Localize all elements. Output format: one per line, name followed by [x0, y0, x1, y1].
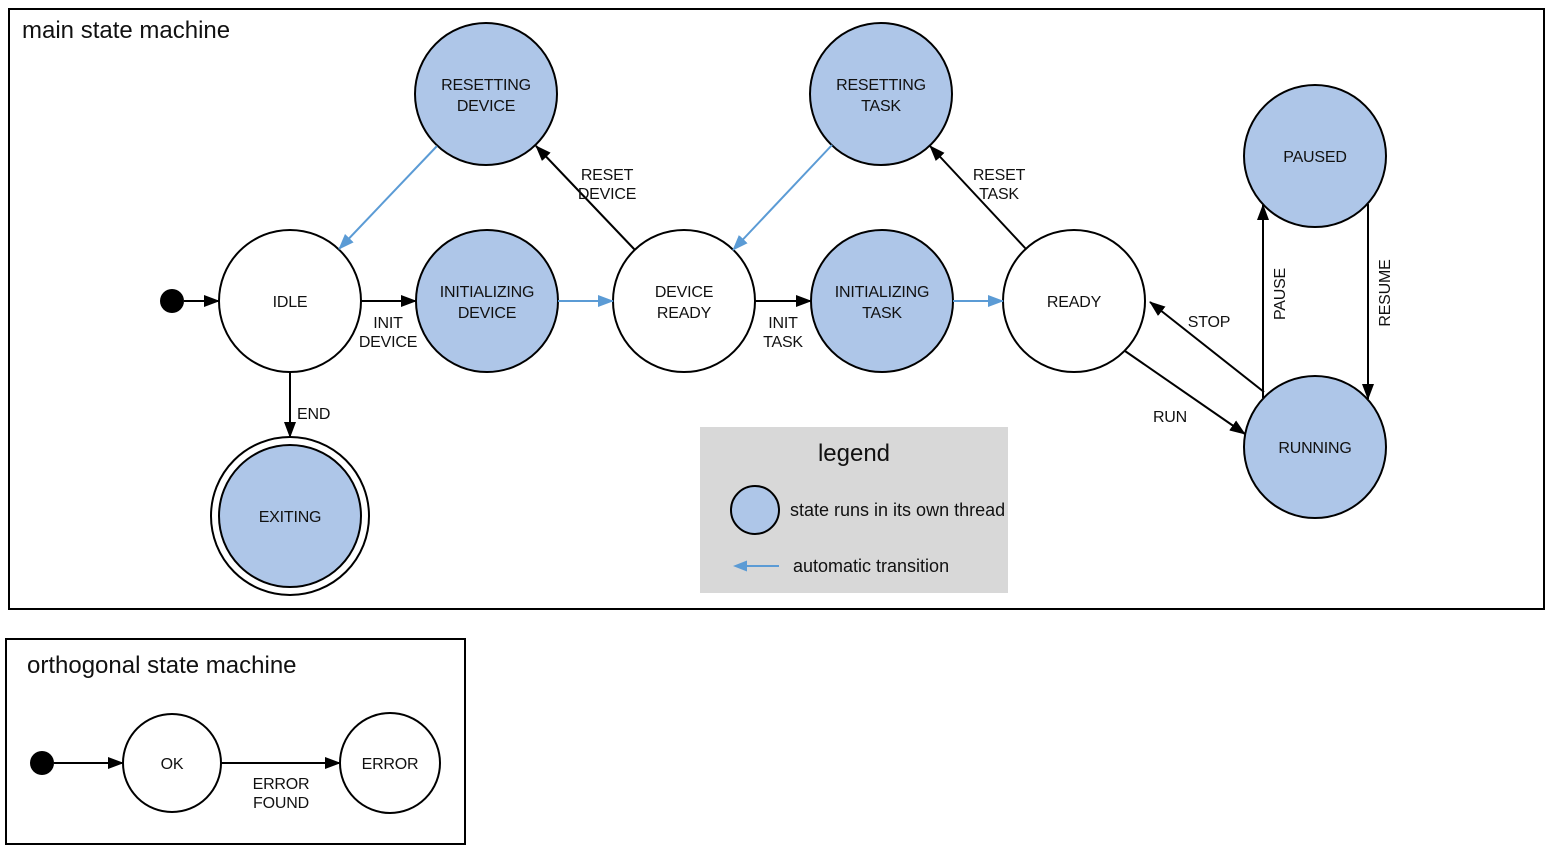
main-panel-title: main state machine — [22, 17, 231, 44]
legend-title: legend — [817, 440, 891, 467]
thread-state-circle-icon — [730, 485, 780, 535]
transition-line-reset-task — [929, 145, 1027, 250]
state-label-idle: IDLE — [273, 294, 308, 311]
transition-run: RUN — [1124, 350, 1246, 435]
state-paused: PAUSED — [1243, 84, 1387, 228]
orthogonal-panel-title: orthogonal state machine — [27, 652, 297, 679]
transition-end: END — [284, 372, 330, 438]
transition-label-resume: RESUME — [1377, 259, 1394, 326]
transition-auto-idle — [338, 145, 438, 250]
state-ready: READY — [1002, 229, 1146, 373]
initial-state-dot — [160, 289, 184, 313]
transition-line-run — [1124, 350, 1246, 435]
state-label-exiting: EXITING — [259, 509, 322, 526]
legend-auto-label: automatic transition — [793, 555, 950, 576]
transition-auto-device-ready-2 — [732, 144, 833, 251]
transition-line-stop — [1149, 301, 1265, 393]
main-state-machine-panel: main state machine — [8, 8, 1545, 610]
legend-thread-label: state runs in its own thread — [790, 499, 1006, 520]
state-circle-initializing-device — [415, 229, 559, 373]
state-label-error: ERROR — [362, 756, 419, 773]
state-label-paused: PAUSED — [1283, 149, 1346, 166]
state-running: RUNNING — [1243, 375, 1387, 519]
state-error: ERROR — [339, 712, 441, 814]
orthogonal-state-machine-panel: orthogonal state machine — [5, 638, 466, 845]
state-circle-running — [1243, 375, 1387, 519]
automatic-transition-arrow-icon — [733, 560, 779, 572]
state-idle: IDLE — [218, 229, 362, 373]
state-label-running: RUNNING — [1278, 440, 1351, 457]
state-label-ok: OK — [161, 756, 184, 773]
state-start-main — [160, 289, 184, 313]
state-ok: OK — [122, 713, 222, 813]
state-circle-paused — [1243, 84, 1387, 228]
legend-item-auto-transition: automatic transition — [733, 556, 949, 576]
transition-pause: PAUSE — [1257, 204, 1289, 398]
legend-item-thread-state: state runs in its own thread — [730, 485, 1005, 535]
transition-label-pause: PAUSE — [1272, 268, 1289, 320]
transition-label-run: RUN — [1153, 409, 1187, 426]
transition-resume: RESUME — [1362, 204, 1394, 400]
state-circle-exiting — [218, 444, 362, 588]
initial-state-dot — [30, 751, 54, 775]
state-circle-resetting-task — [809, 22, 953, 166]
state-label-ready: READY — [1047, 294, 1102, 311]
state-start-orthogonal — [30, 751, 54, 775]
state-exiting: EXITING — [210, 436, 370, 596]
legend-box: legend state runs in its own thread auto… — [700, 427, 1008, 593]
transition-label-stop: STOP — [1188, 314, 1230, 331]
transition-stop: STOP — [1149, 301, 1265, 393]
state-circle-device-ready — [612, 229, 756, 373]
transition-label-end: END — [297, 406, 330, 423]
state-circle-initializing-task — [810, 229, 954, 373]
transition-line-auto-idle — [338, 145, 438, 250]
transition-line-reset-device — [535, 145, 636, 251]
state-circle-resetting-device — [414, 22, 558, 166]
transition-line-auto-device-ready-2 — [732, 144, 833, 251]
